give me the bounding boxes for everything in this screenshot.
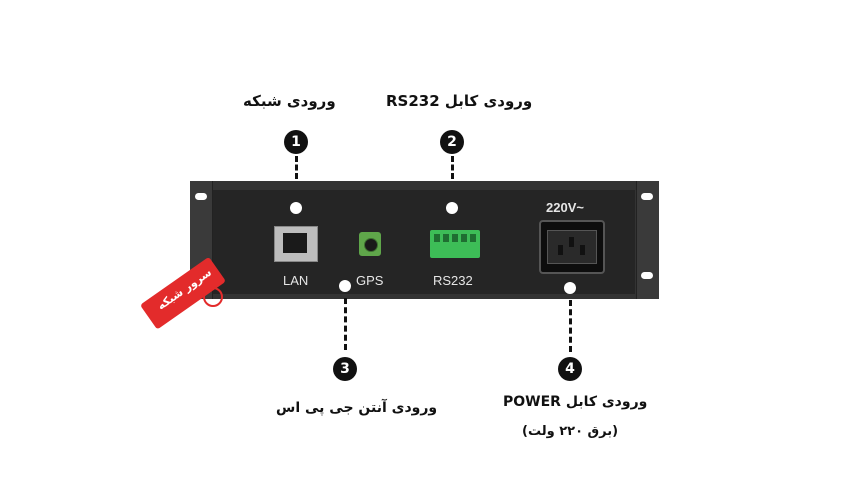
rack-hole-right-top — [641, 193, 653, 200]
power-pin — [580, 245, 585, 255]
lan-port — [274, 226, 318, 262]
lan-port-socket — [283, 233, 307, 253]
tag-string — [203, 287, 223, 307]
leader-line-2 — [451, 156, 454, 196]
terminal-pin — [434, 234, 440, 242]
marker-2: 2 — [440, 130, 464, 154]
gps-jack — [359, 232, 381, 256]
rack-ear-right — [636, 181, 659, 299]
marker-4: 4 — [558, 357, 582, 381]
terminal-pin — [452, 234, 458, 242]
anchor-dot-2 — [446, 202, 458, 214]
voltage-label: 220V~ — [546, 200, 584, 215]
terminal-pin — [443, 234, 449, 242]
label-network-input: ورودی شبکه — [243, 92, 336, 110]
anchor-dot-1 — [290, 202, 302, 214]
rack-hole-right-bottom — [641, 272, 653, 279]
gps-label: GPS — [356, 273, 384, 288]
label-power-input: ورودی کابل POWER — [503, 394, 648, 410]
gps-jack-hole — [364, 238, 378, 252]
terminal-pin — [470, 234, 476, 242]
anchor-dot-3 — [339, 280, 351, 292]
power-pin — [569, 237, 574, 247]
marker-3: 3 — [333, 357, 357, 381]
label-gps-input: ورودی آنتن جی پی اس — [276, 400, 438, 416]
label-rs232-input: ورودی کابل RS232 — [386, 92, 533, 110]
power-socket-inner — [547, 230, 597, 264]
leader-line-1 — [295, 156, 298, 196]
marker-1: 1 — [284, 130, 308, 154]
label-power-note: (برق ۲۲۰ ولت) — [522, 424, 619, 439]
terminal-pin — [461, 234, 467, 242]
rs232-terminal — [430, 230, 480, 258]
leader-line-3 — [344, 298, 347, 350]
power-socket — [539, 220, 605, 274]
lan-label: LAN — [283, 273, 309, 288]
leader-line-4 — [569, 300, 572, 352]
anchor-dot-4 — [564, 282, 576, 294]
power-pin — [558, 245, 563, 255]
rs232-label: RS232 — [433, 273, 473, 288]
rack-hole-left-top — [195, 193, 207, 200]
